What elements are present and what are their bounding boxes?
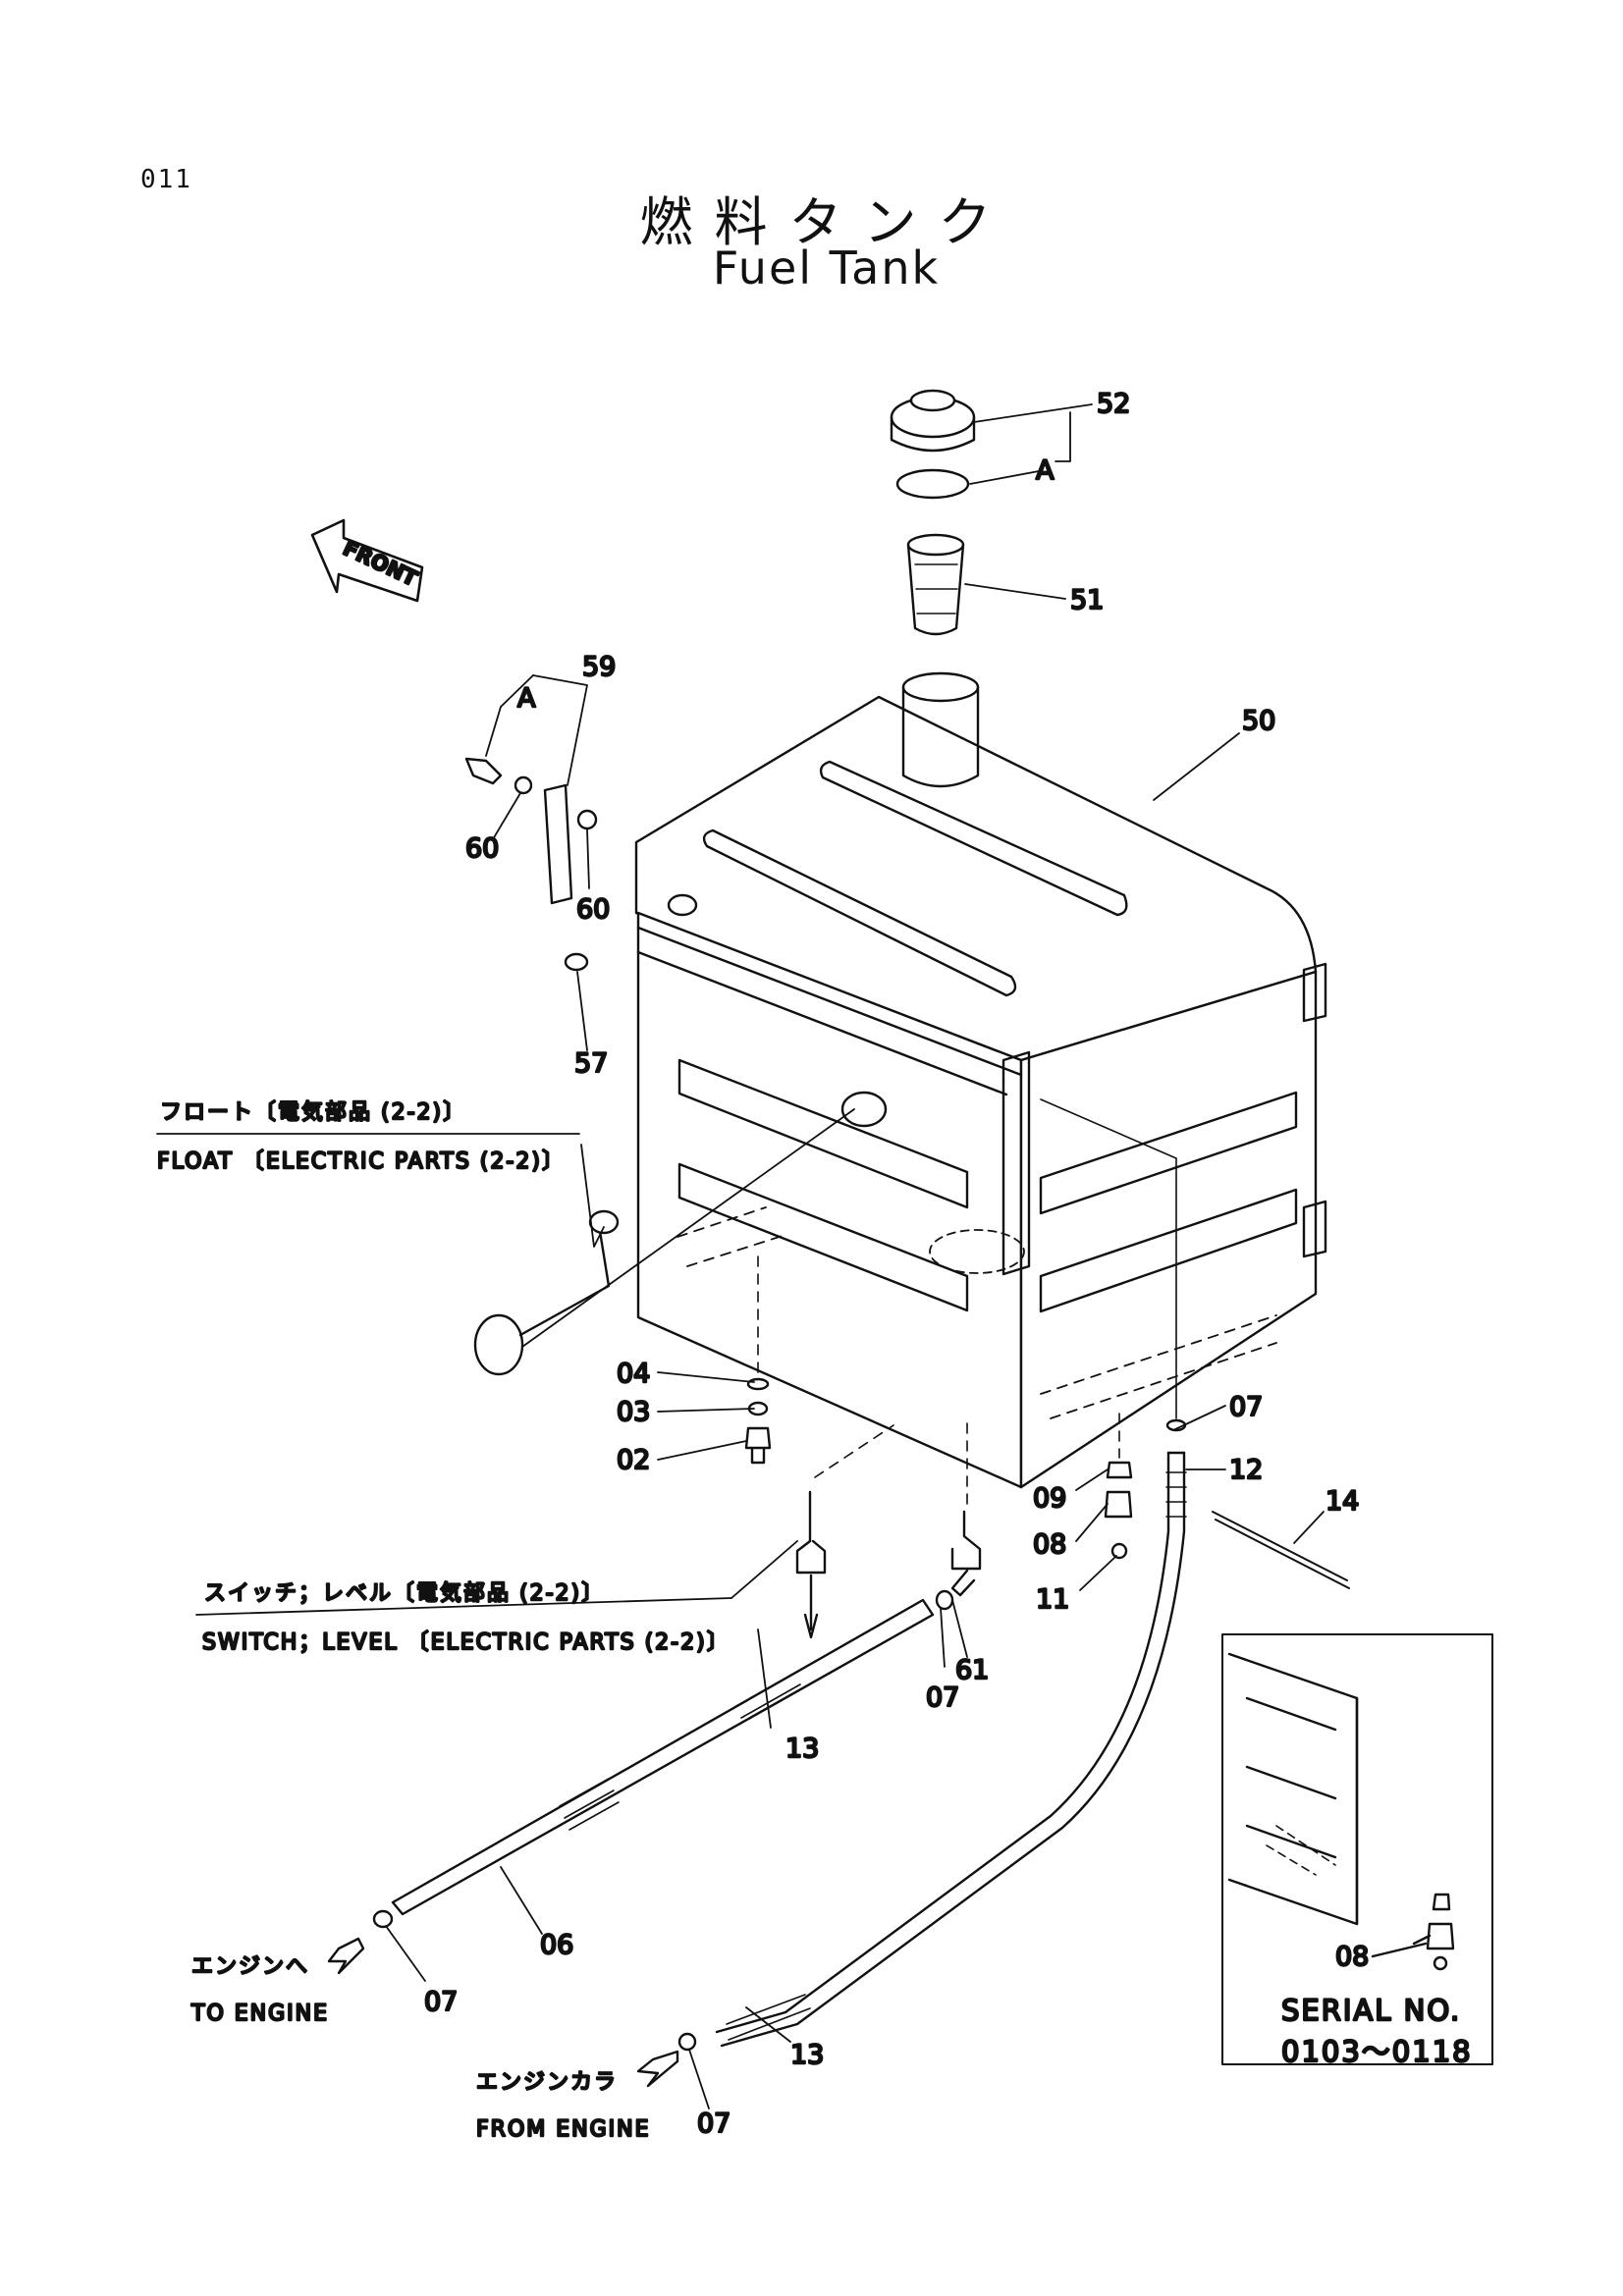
switch-note-japanese: スイッチ；レベル〔電気部品 (2-2)〕: [204, 1581, 605, 1606]
washer: [746, 1377, 770, 1391]
callout-60-right: 60: [576, 894, 610, 925]
to-engine-label: TO ENGINE: [190, 2002, 329, 2026]
serial-range: 0103～0118: [1281, 2035, 1473, 2068]
serial-label: SERIAL NO.: [1281, 1994, 1461, 2027]
float-note: FLOAT 〔ELECTRIC PARTS (2-2)〕: [157, 1149, 566, 1174]
callout-61: 61: [955, 1655, 989, 1685]
float-note-japanese: フロート〔電気部品 (2-2)〕: [160, 1100, 466, 1125]
fuel-float: [473, 1108, 855, 1376]
callout-60-left: 60: [465, 833, 499, 864]
fuel-strainer: [906, 533, 965, 636]
callout-09: 09: [1033, 1483, 1066, 1514]
callout-a-left: A: [517, 683, 536, 714]
callout-14: 14: [1325, 1486, 1359, 1517]
serial-inset: [1221, 1633, 1493, 2065]
mounting-bracket: [464, 757, 598, 972]
callout-07-mid: 07: [926, 1682, 959, 1713]
cable-tie: [1212, 1511, 1350, 1589]
switch-note: SWITCH；LEVEL 〔ELECTRIC PARTS (2-2)〕: [202, 1630, 730, 1655]
fuel-tank: [634, 671, 1327, 1489]
callout-13-lower: 13: [790, 2040, 824, 2070]
callout-07-right: 07: [1229, 1392, 1263, 1422]
cap-gasket: [895, 468, 970, 500]
page-title-japanese: 燃料タンク: [639, 191, 1013, 253]
front-arrow-icon: FRONT: [310, 518, 424, 603]
callout-51: 51: [1070, 585, 1104, 615]
switch-note-rule: [195, 1597, 732, 1616]
leader-lines: [385, 403, 1325, 2109]
callout-07-bottom: 07: [697, 2109, 730, 2139]
callout-04: 04: [617, 1359, 650, 1389]
from-engine-japanese: エンジンカラ: [476, 2070, 618, 2095]
from-engine-label: FROM ENGINE: [476, 2117, 650, 2142]
to-engine-arrow-icon: [327, 1937, 365, 1975]
filler-cap: [890, 389, 976, 453]
callout-13-upper: 13: [785, 1734, 819, 1764]
from-engine-arrow-icon: [636, 2050, 679, 2088]
bolt: [744, 1426, 772, 1465]
callout-52: 52: [1097, 389, 1130, 419]
callout-02: 02: [617, 1445, 650, 1475]
callout-07-left: 07: [424, 1987, 458, 2017]
callout-a-top: A: [1036, 455, 1055, 486]
return-hose: [715, 1098, 1187, 2048]
callout-08: 08: [1033, 1529, 1066, 1560]
callout-12: 12: [1229, 1455, 1263, 1485]
callout-50: 50: [1242, 706, 1275, 736]
callout-03: 03: [617, 1397, 650, 1427]
callout-59: 59: [582, 652, 616, 682]
to-engine-japanese: エンジンへ: [191, 1954, 309, 1979]
callout-11: 11: [1036, 1584, 1069, 1615]
level-switch: [795, 1424, 894, 1639]
page-title: Fuel Tank: [712, 241, 941, 294]
page-number: 011: [140, 165, 192, 194]
feed-hose: [372, 1598, 935, 1929]
callout-06: 06: [540, 1930, 573, 1960]
elbow-fitting: [1104, 1413, 1133, 1560]
callout-57: 57: [574, 1048, 608, 1079]
callout-08-inset: 08: [1335, 1942, 1369, 1972]
